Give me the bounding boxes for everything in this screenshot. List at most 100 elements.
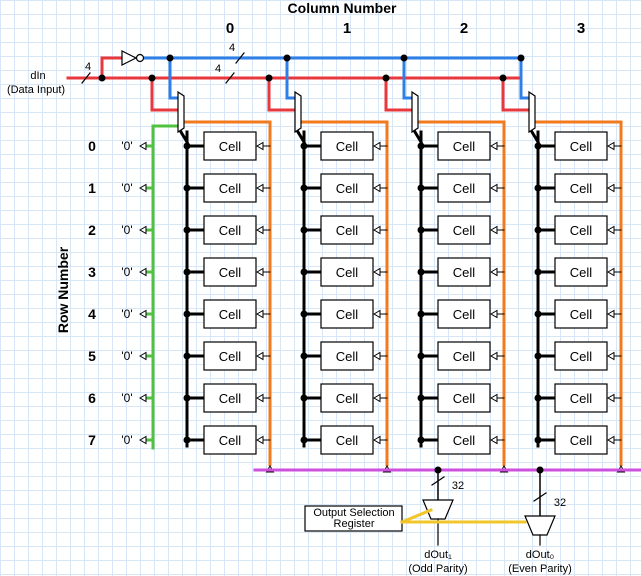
row-junction-r3-c0 (183, 268, 191, 276)
cell-out-arrow-r1-c0 (256, 183, 264, 193)
cell-r4-c2 (437, 299, 491, 329)
row-junction-r3-c3 (534, 268, 542, 276)
cell-r0-c3 (554, 131, 608, 161)
row-junction-r7-c2 (417, 436, 425, 444)
cell-out-arrow-r0-c2 (490, 141, 498, 151)
row-junction-r6-c0 (183, 394, 191, 402)
cell-r0-c1 (320, 131, 374, 161)
row-zero-arrow-2 (139, 225, 147, 235)
output-selection-register (304, 505, 403, 532)
row-number-0: 0 (88, 138, 96, 154)
cell-out-arrow-r7-c2 (490, 435, 498, 445)
cell-out-arrow-r0-c3 (607, 141, 615, 151)
odd-bus-slash (431, 476, 445, 486)
row-number-2: 2 (88, 222, 96, 238)
cell-out-arrow-r3-c3 (607, 267, 615, 277)
din-name: dIn (30, 70, 45, 82)
cell-label-r6-c3: Cell (570, 391, 593, 406)
select-junction-col-1 (283, 54, 291, 62)
cell-label-r4-c0: Cell (219, 307, 242, 322)
row-junction-r7-c1 (300, 436, 308, 444)
even-output-name: dOut₀ (526, 549, 554, 561)
inverter-bubble (135, 53, 145, 63)
cell-r2-c1 (320, 215, 374, 245)
row-zero-3: '0' (121, 265, 132, 279)
cell-r7-c3 (554, 425, 608, 455)
data-drop-col-1 (267, 78, 295, 112)
row-zero-arrow-4 (139, 309, 147, 319)
column-bus-link-2 (412, 129, 424, 145)
register-odd-select (400, 508, 433, 524)
column-out-wire-2 (412, 120, 506, 466)
data-drop-col-3 (501, 78, 529, 112)
column-mux-3 (528, 90, 536, 134)
cell-label-r4-c3: Cell (570, 307, 593, 322)
data-drop-col-2 (384, 78, 412, 112)
register-label-line1: Output Selection (313, 507, 394, 519)
data-junction-col-2 (382, 74, 390, 82)
cell-out-arrow-r6-c2 (490, 393, 498, 403)
cell-out-arrow-r3-c0 (256, 267, 264, 277)
cell-r5-c1 (320, 341, 374, 371)
cell-out-arrow-r4-c1 (373, 309, 381, 319)
row-junction-r7-c3 (534, 436, 542, 444)
select-drop-col-1 (285, 58, 295, 100)
column-number-title: Column Number (288, 0, 397, 16)
cell-r7-c2 (437, 425, 491, 455)
cell-r2-c2 (437, 215, 491, 245)
cell-label-r2-c3: Cell (570, 223, 593, 238)
column-out-wire-1 (295, 120, 389, 466)
din-description: (Data Input) (7, 84, 65, 96)
cell-label-r6-c0: Cell (219, 391, 242, 406)
cell-label-r5-c0: Cell (219, 349, 242, 364)
column-bus-link-1 (295, 129, 307, 145)
cell-label-r1-c1: Cell (336, 181, 359, 196)
select-drop-col-2 (402, 58, 412, 100)
row-junction-r1-c3 (534, 184, 542, 192)
cell-label-r3-c3: Cell (570, 265, 593, 280)
row-junction-r3-c1 (300, 268, 308, 276)
column-number-1: 1 (343, 20, 351, 37)
row-junction-r3-c2 (417, 268, 425, 276)
labels-layer: Column Number Row Number dIn (Data Input… (7, 0, 585, 575)
cell-out-arrow-r7-c0 (256, 435, 264, 445)
cell-label-r4-c2: Cell (453, 307, 476, 322)
cell-r4-c3 (554, 299, 608, 329)
row-junction-r0-c1 (300, 142, 308, 150)
cell-label-r1-c3: Cell (570, 181, 593, 196)
cell-out-arrow-r1-c3 (607, 183, 615, 193)
row-zero-0: '0' (121, 139, 132, 153)
cell-label-r3-c0: Cell (219, 265, 242, 280)
column-number-0: 0 (226, 20, 234, 37)
cell-label-r0-c1: Cell (336, 139, 359, 154)
cell-out-arrow-r1-c1 (373, 183, 381, 193)
row-junction-r0-c3 (534, 142, 542, 150)
column-number-2: 2 (460, 20, 468, 37)
select-drop-col-3 (519, 58, 529, 100)
row-junction-r4-c1 (300, 310, 308, 318)
data-drop-col-0 (150, 78, 178, 112)
cell-r4-c0 (203, 299, 257, 329)
row-zero-arrow-3 (139, 267, 147, 277)
cell-r2-c0 (203, 215, 257, 245)
data-bus-slash (225, 72, 235, 84)
cell-r6-c2 (437, 383, 491, 413)
row-junction-r2-c2 (417, 226, 425, 234)
cell-out-arrow-r2-c3 (607, 225, 615, 235)
cell-r3-c3 (554, 257, 608, 287)
column-mux-1 (294, 90, 302, 134)
cell-r5-c3 (554, 341, 608, 371)
row-number-7: 7 (88, 432, 96, 448)
even-mux-icon (524, 515, 556, 536)
cell-label-r3-c1: Cell (336, 265, 359, 280)
cell-r1-c0 (203, 173, 257, 203)
cell-label-r4-c1: Cell (336, 307, 359, 322)
row-zero-5: '0' (121, 349, 132, 363)
din-bus-width: 4 (85, 61, 91, 73)
cell-label-r7-c0: Cell (219, 433, 242, 448)
cells-layer: CellCellCellCellCellCellCellCellCellCell… (203, 131, 608, 455)
row-junction-r5-c0 (183, 352, 191, 360)
row-zero-arrow-1 (139, 183, 147, 193)
cell-r3-c2 (437, 257, 491, 287)
row-junction-r2-c3 (534, 226, 542, 234)
